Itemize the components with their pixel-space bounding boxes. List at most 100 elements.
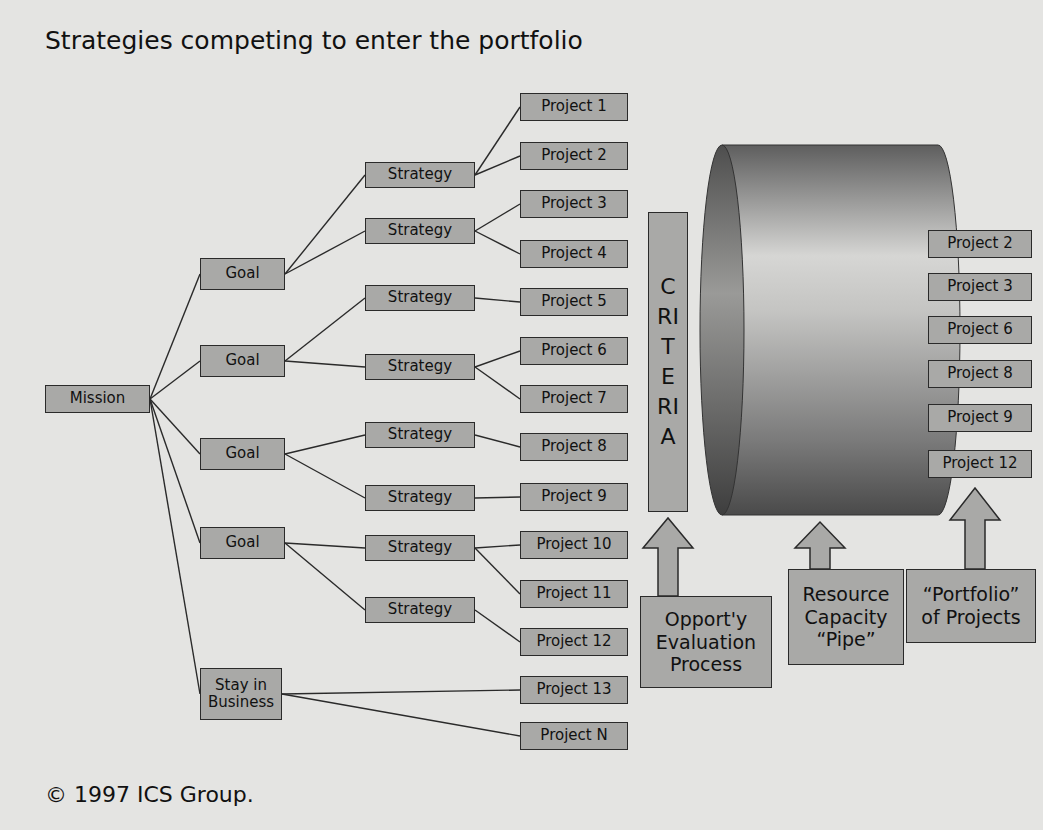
connector-line — [285, 231, 365, 274]
connector-line — [475, 610, 520, 642]
goal-box: Goal — [200, 345, 285, 377]
block-arrow — [950, 488, 1000, 569]
criteria-box: CRITERIA — [648, 212, 688, 512]
connector-line — [475, 204, 520, 231]
connector-line — [475, 548, 520, 594]
connector-line — [285, 435, 365, 454]
node-label: Project 1 — [541, 98, 607, 115]
strategy-box: Strategy — [365, 285, 475, 311]
node-label: Project 9 — [947, 409, 1013, 426]
copyright-note: © 1997 ICS Group. — [45, 782, 254, 807]
node-label: Strategy — [388, 489, 452, 506]
node-label: Project 6 — [541, 342, 607, 359]
strategy-box: Strategy — [365, 485, 475, 511]
connector-line — [285, 298, 365, 361]
node-label: Project 7 — [541, 390, 607, 407]
goal-box: Goal — [200, 527, 285, 559]
node-label: Project 6 — [947, 321, 1013, 338]
connector-line — [150, 361, 200, 399]
connector-line — [285, 543, 365, 548]
node-label: Stay in Business — [207, 677, 275, 712]
connector-line — [475, 156, 520, 175]
goal-box: Goal — [200, 258, 285, 290]
mission-box: Mission — [45, 385, 150, 413]
node-label: Project 9 — [541, 488, 607, 505]
project-box: Project 1 — [520, 93, 628, 121]
node-label: Opport'y Evaluation Process — [647, 608, 765, 676]
node-label: Project N — [540, 727, 607, 744]
portfolio-project-box: Project 2 — [928, 230, 1032, 258]
callout-box: “Portfolio” of Projects — [906, 569, 1036, 643]
portfolio-project-box: Project 6 — [928, 316, 1032, 344]
pipe-end — [700, 145, 744, 515]
connector-line — [282, 690, 520, 694]
connector-line — [285, 454, 365, 498]
portfolio-project-box: Project 8 — [928, 360, 1032, 388]
connector-line — [475, 545, 520, 548]
strategy-box: Strategy — [365, 535, 475, 561]
block-arrow — [643, 518, 693, 596]
node-label: Goal — [225, 265, 259, 282]
diagram-title: Strategies competing to enter the portfo… — [45, 26, 583, 55]
node-label: “Portfolio” of Projects — [913, 583, 1029, 629]
node-label: Strategy — [388, 539, 452, 556]
project-box: Project 13 — [520, 676, 628, 704]
node-label: Mission — [70, 390, 126, 407]
strategy-box: Strategy — [365, 218, 475, 244]
goal-box: Stay in Business — [200, 668, 282, 720]
strategy-box: Strategy — [365, 422, 475, 448]
node-label: Project 5 — [541, 293, 607, 310]
node-label: Strategy — [388, 222, 452, 239]
node-label: Project 4 — [541, 245, 607, 262]
strategy-box: Strategy — [365, 354, 475, 380]
node-label: CRITERIA — [657, 272, 679, 452]
node-label: Resource Capacity “Pipe” — [795, 583, 897, 651]
node-label: Project 8 — [541, 438, 607, 455]
connector-line — [150, 399, 200, 543]
callout-box: Opport'y Evaluation Process — [640, 596, 772, 688]
node-label: Project 3 — [947, 278, 1013, 295]
connector-line — [150, 274, 200, 399]
node-label: Project 2 — [947, 235, 1013, 252]
node-label: Goal — [225, 352, 259, 369]
connector-line — [475, 351, 520, 367]
node-label: Strategy — [388, 289, 452, 306]
project-box: Project 7 — [520, 385, 628, 413]
node-label: Project 10 — [536, 536, 611, 553]
project-box: Project 12 — [520, 628, 628, 656]
project-box: Project 5 — [520, 288, 628, 316]
connector-line — [475, 435, 520, 447]
strategy-box: Strategy — [365, 597, 475, 623]
node-label: Goal — [225, 445, 259, 462]
connector-line — [285, 543, 365, 610]
portfolio-project-box: Project 3 — [928, 273, 1032, 301]
connector-line — [475, 107, 520, 175]
strategy-box: Strategy — [365, 162, 475, 188]
node-label: Project 12 — [536, 633, 611, 650]
project-box: Project N — [520, 722, 628, 750]
goal-box: Goal — [200, 438, 285, 470]
node-label: Project 13 — [536, 681, 611, 698]
connector-line — [282, 694, 520, 736]
node-label: Goal — [225, 534, 259, 551]
node-label: Strategy — [388, 358, 452, 375]
project-box: Project 9 — [520, 483, 628, 511]
project-box: Project 4 — [520, 240, 628, 268]
node-label: Project 11 — [536, 585, 611, 602]
connector-line — [475, 367, 520, 399]
node-label: Strategy — [388, 426, 452, 443]
pipe-body — [722, 145, 960, 515]
connector-line — [285, 175, 365, 274]
connector-line — [150, 399, 200, 694]
node-label: Strategy — [388, 601, 452, 618]
portfolio-project-box: Project 9 — [928, 404, 1032, 432]
connector-line — [475, 298, 520, 302]
connector-line — [285, 361, 365, 367]
block-arrow — [795, 522, 845, 569]
node-label: Project 3 — [541, 195, 607, 212]
node-label: Project 2 — [541, 147, 607, 164]
project-box: Project 11 — [520, 580, 628, 608]
project-box: Project 6 — [520, 337, 628, 365]
project-box: Project 3 — [520, 190, 628, 218]
